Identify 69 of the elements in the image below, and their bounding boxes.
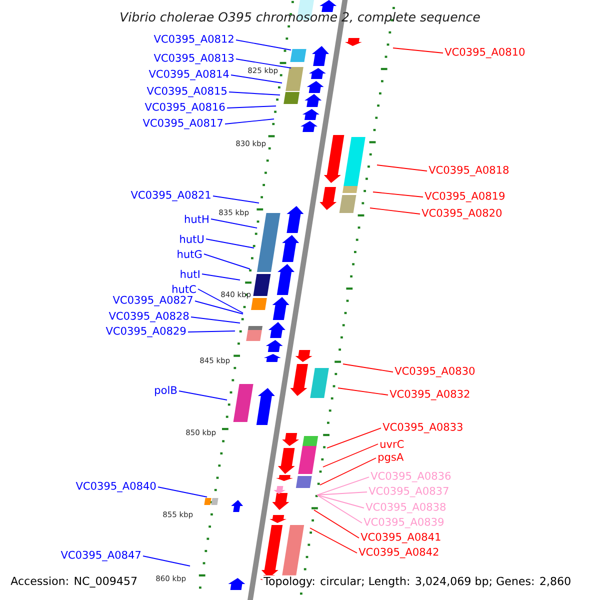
gene-label: VC0395_A0827 [112,296,192,306]
leader-line [228,92,280,96]
leader-line [158,486,208,498]
leader-line [316,494,362,524]
leader-line [376,164,428,172]
gene-label: VC0395_A0837 [368,486,448,498]
gene-label: VC0395_A0830 [394,366,475,378]
gene-label: hutG [178,250,202,258]
gene-label: VC0395_A0829 [106,326,186,338]
gene-label: VC0395_A0812 [154,34,234,46]
gene-label: VC0395_A0839 [364,518,444,528]
gene-label: VC0395_A0828 [108,312,189,322]
info-text: Accession: NC_009457 [9,575,139,589]
leader-line [230,74,282,84]
leader-line [320,458,376,486]
gene-label: VC0395_A0840 [76,482,156,492]
leader-line [316,494,364,508]
leader-line [206,238,254,248]
leader-line [314,510,360,538]
gene-label: VC0395_A0818 [428,166,508,176]
leader-line [392,48,444,54]
gene-label: VC0395_A0810 [444,48,525,58]
leader-line [210,218,258,228]
gene-label: uvrC [380,440,404,448]
leader-line [326,428,382,448]
gene-label: hutC [172,284,196,294]
leader-line [190,316,240,324]
gene-label: VC0395_A0814 [148,70,229,80]
gene-label: VC0395_A0816 [144,102,225,114]
gene-label: VC0395_A0836 [370,472,451,482]
gene-label: hutH [184,214,208,224]
gene-label: VC0395_A0833 [382,422,462,434]
gene-label: VC0395_A0820 [422,208,502,220]
leader-line [372,192,424,198]
title: Vibrio cholerae O395 chromosome 2, complete sequence [120,12,480,24]
leader-line [142,556,190,566]
gene-label: pgsA [378,453,404,463]
gene-label: VC0395_A0821 [130,190,210,202]
leader-line [236,40,292,50]
gene-label: VC0395_A0841 [360,532,440,544]
leader-line [338,388,388,396]
leader-line [178,390,228,400]
leader-line [236,58,292,68]
gene-label: VC0395_A0842 [358,548,438,558]
gene-label: VC0395_A0819 [424,192,504,202]
leader-line [198,288,244,314]
leader-line [316,476,370,496]
leader-line [194,300,244,314]
gene-label: hutI [180,270,200,278]
leader-line [370,208,420,214]
gene-label: VC0395_A0817 [142,118,222,130]
gene-label: VC0395_A0815 [146,86,226,98]
gene-label: hutU [180,234,204,244]
leader-line [224,118,274,124]
leader-line [188,330,236,332]
leader-line [316,492,368,496]
gene-label: VC0395_A0832 [390,390,470,400]
leader-line [226,106,276,108]
gene-label: VC0395_A0838 [366,502,446,514]
gene-label: VC0395_A0813 [154,54,234,64]
gene-label: VC0395_A0847 [60,550,140,562]
leader-line [322,444,378,468]
leader-line [202,274,240,280]
leader-line [310,528,358,554]
leader-line [204,254,250,270]
gene-label: polB [155,386,177,396]
leader-line [342,364,394,372]
info-text: Topology: circular; Length: 3,024,069 bp; Genes: 2,860 [262,575,572,589]
leader-line [212,196,260,204]
